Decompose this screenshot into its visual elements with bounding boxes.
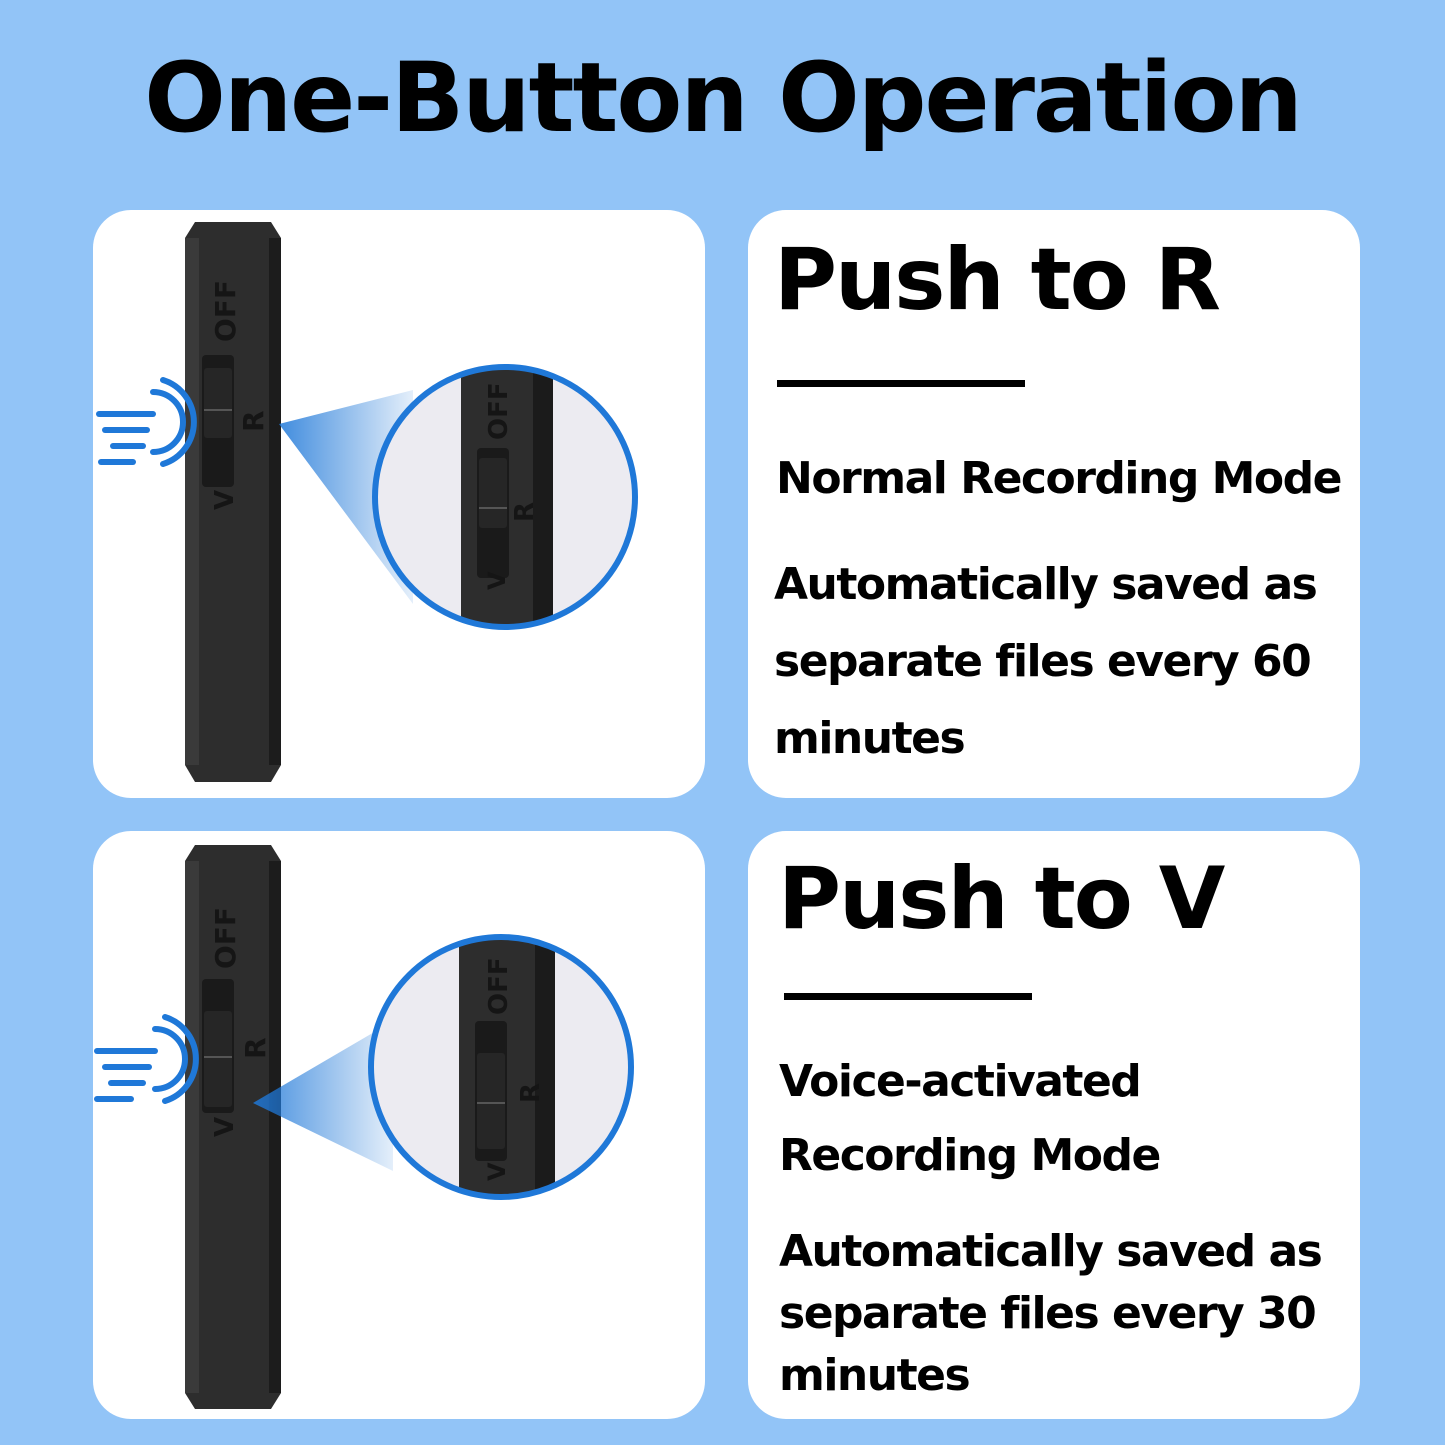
zoom-beam xyxy=(253,1021,393,1171)
page-title: One-Button Operation xyxy=(144,42,1303,154)
device-illustration-r: OFF R V OFF R V xyxy=(96,222,638,782)
mode-name-r: Normal Recording Mode xyxy=(776,453,1343,504)
switch-label-r: R xyxy=(237,410,270,432)
mode-description-r: Automatically saved as separate files ev… xyxy=(774,559,1318,764)
zoom-label-off: OFF xyxy=(484,382,514,440)
zoom-label-v: V xyxy=(483,1162,511,1181)
zoom-label-off: OFF xyxy=(484,957,514,1015)
zoom-circle: OFF R V xyxy=(371,937,631,1197)
mode-description-v: Automatically saved as separate files ev… xyxy=(779,1226,1323,1401)
mode-heading-v: Push to V xyxy=(778,849,1225,949)
switch-label-off: OFF xyxy=(209,280,242,342)
zoom-label-v: V xyxy=(483,571,511,590)
zoom-beam xyxy=(279,390,413,604)
mode-card-r: Push to R Normal Recording Mode Automati… xyxy=(748,210,1360,798)
zoom-label-r: R xyxy=(516,1083,546,1103)
finger-press-icon xyxy=(96,377,197,467)
zoom-label-r: R xyxy=(510,502,540,522)
switch-slider xyxy=(204,1011,232,1107)
switch-slider xyxy=(204,368,232,438)
mode-card-v: Push to V Voice-activated Recording Mode… xyxy=(748,831,1360,1419)
finger-press-icon xyxy=(94,1014,199,1104)
device-image-card-r: OFF R V OFF R V xyxy=(93,210,705,798)
zoom-circle: OFF R V xyxy=(375,367,635,627)
device-illustration-v: OFF R V OFF R V xyxy=(94,845,634,1409)
device-image-card-v: OFF R V OFF R V xyxy=(93,831,705,1419)
divider xyxy=(777,380,1025,387)
mode-name-v: Voice-activated Recording Mode xyxy=(779,1056,1161,1181)
divider xyxy=(784,993,1032,1000)
switch-label-r: R xyxy=(239,1037,272,1059)
switch-label-off: OFF xyxy=(209,907,242,969)
mode-heading-r: Push to R xyxy=(774,230,1221,330)
switch-label-v: V xyxy=(210,490,240,510)
switch-label-v: V xyxy=(210,1117,240,1137)
